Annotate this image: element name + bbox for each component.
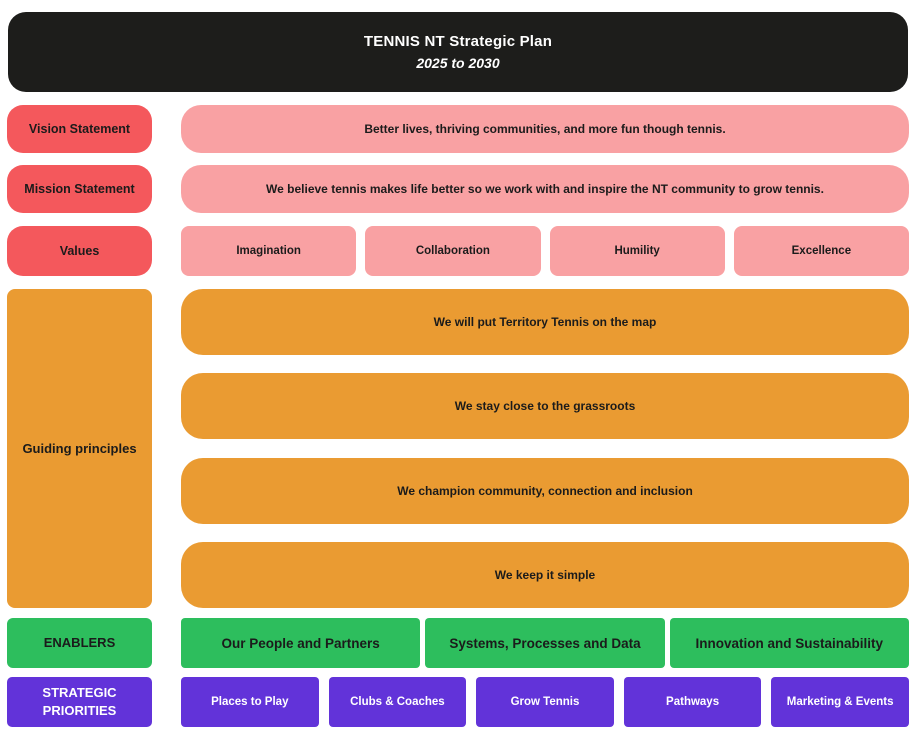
strategic-priorities-label: STRATEGIC PRIORITIES — [7, 677, 152, 727]
enabler-item: Innovation and Sustainability — [669, 618, 909, 668]
vision-label: Vision Statement — [7, 105, 152, 153]
principle-item: We keep it simple — [181, 541, 909, 608]
priority-item: Clubs & Coaches — [328, 677, 467, 727]
mission-row: Mission Statement We believe tennis make… — [7, 165, 909, 213]
mission-statement: We believe tennis makes life better so w… — [181, 165, 909, 213]
principle-item: We champion community, connection and in… — [181, 457, 909, 524]
header-banner: TENNIS NT Strategic Plan 2025 to 2030 — [8, 12, 908, 92]
principle-item: We will put Territory Tennis on the map — [181, 289, 909, 355]
value-item: Collaboration — [365, 226, 541, 276]
guiding-principles-label: Guiding principles — [7, 289, 152, 608]
value-item: Imagination — [181, 226, 357, 276]
principle-item: We stay close to the grassroots — [181, 373, 909, 440]
strategic-priorities-row: STRATEGIC PRIORITIES Places to Play Club… — [7, 677, 909, 727]
guiding-principles-row: Guiding principles We will put Territory… — [7, 289, 909, 608]
enabler-item: Our People and Partners — [181, 618, 421, 668]
vision-statement: Better lives, thriving communities, and … — [181, 105, 909, 153]
enabler-item: Systems, Processes and Data — [425, 618, 665, 668]
priority-item: Places to Play — [181, 677, 319, 727]
vision-row: Vision Statement Better lives, thriving … — [7, 105, 909, 153]
priority-item: Marketing & Events — [771, 677, 909, 727]
priority-item: Grow Tennis — [476, 677, 614, 727]
values-label: Values — [7, 226, 152, 276]
enablers-label: ENABLERS — [7, 618, 152, 668]
value-item: Humility — [549, 226, 725, 276]
priority-item: Pathways — [623, 677, 762, 727]
value-item: Excellence — [733, 226, 909, 276]
page-title: TENNIS NT Strategic Plan — [363, 33, 553, 50]
mission-label: Mission Statement — [7, 165, 152, 213]
page-subtitle: 2025 to 2030 — [416, 55, 500, 71]
enablers-row: ENABLERS Our People and Partners Systems… — [7, 618, 909, 668]
values-row: Values Imagination Collaboration Humilit… — [7, 226, 909, 276]
